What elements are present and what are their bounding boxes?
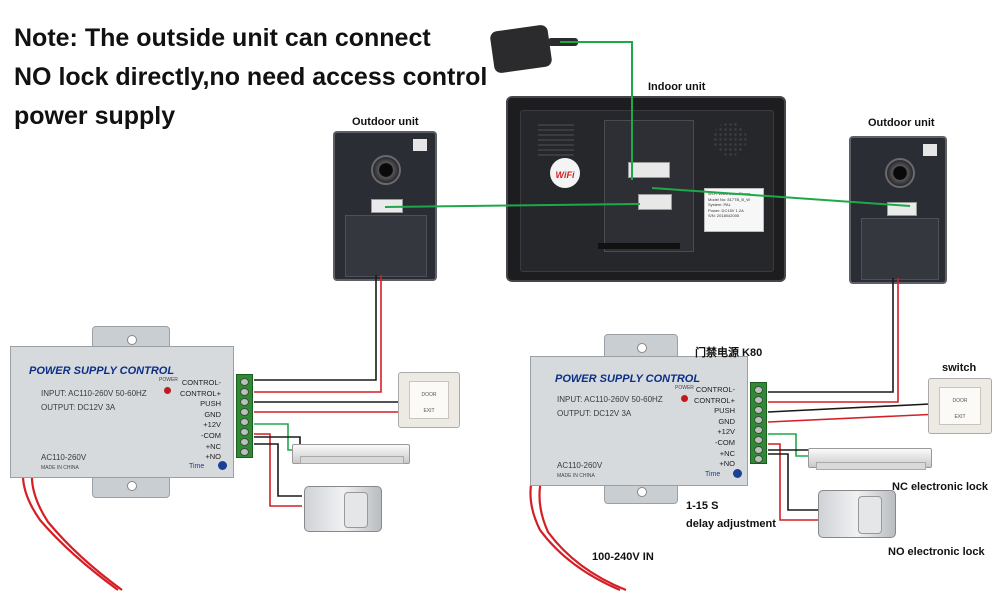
outdoor-unit-right <box>849 136 947 284</box>
psu-left-input: INPUT: AC110-260V 50-60HZ <box>41 389 147 398</box>
psu-left-time-knob <box>218 461 227 470</box>
psu-left-made-in: MADE IN CHINA <box>41 465 79 471</box>
terminal-label: CONTROL+ <box>179 388 221 398</box>
nc-lock-label: NC electronic lock <box>892 481 988 493</box>
exit-button-left: DOOR EXIT <box>398 372 460 428</box>
sticker-line-4: Power: DC15V 1.2A <box>708 207 744 213</box>
terminal-label: CONTROL+ <box>693 395 735 405</box>
left-control-wires <box>254 275 382 393</box>
psu-left-terminal-labels: CONTROL- CONTROL+ PUSH GND +12V -COM +NC… <box>161 378 221 463</box>
psu-left-time: Time <box>189 463 205 470</box>
psu-right-mount-top <box>604 334 678 360</box>
psu-left-ac: AC110-260V <box>41 453 87 462</box>
exit-right-bottom: EXIT <box>954 414 966 420</box>
wifi-logo: WiFi <box>550 158 580 188</box>
camera-lens-right <box>885 158 915 188</box>
psu-right-made-in: MADE IN CHINA <box>557 473 595 479</box>
no-lock-left <box>304 486 382 532</box>
terminal-label: PUSH <box>714 406 735 416</box>
psu-right-time-knob <box>733 469 742 478</box>
adapter-wire <box>560 41 633 180</box>
terminal-label: PUSH <box>200 399 221 409</box>
psu-right-output: OUTPUT: DC12V 3A <box>557 409 632 418</box>
psu-right-title: POWER SUPPLY CONTROL <box>555 373 701 385</box>
outdoor-plate-right <box>861 218 939 280</box>
psu-left-output: OUTPUT: DC12V 3A <box>41 403 116 412</box>
outdoor-unit-left <box>333 131 437 281</box>
psu-right-ac: AC110-260V <box>557 461 603 470</box>
sticker-line-3: System: PAL <box>708 202 731 207</box>
psu-left-power-led <box>164 387 171 394</box>
no-lock-right <box>818 490 896 538</box>
psu-left-title: POWER SUPPLY CONTROL <box>29 365 175 377</box>
indoor-speaker-grille <box>713 122 747 156</box>
note-line-2: NO lock directly,no need access control <box>14 63 488 91</box>
right-control-wires <box>768 278 899 403</box>
outdoor-sticker-right <box>923 144 937 156</box>
outdoor-sticker-left <box>413 139 427 151</box>
psu-left: POWER SUPPLY CONTROL INPUT: AC110-260V 5… <box>10 346 234 478</box>
psu-right-power-label: POWER <box>675 385 694 391</box>
terminal-label: CONTROL- <box>181 378 221 387</box>
chinese-label: 门禁电源 K80 <box>695 347 763 359</box>
exit-left-top: DOOR <box>421 392 437 398</box>
exit-switch-right: DOOR EXIT <box>928 378 992 434</box>
terminal-label: +NO <box>205 452 221 462</box>
indoor-bottom-slot <box>598 243 680 249</box>
outdoor-right-signal-wire <box>651 187 911 207</box>
exit-left-bottom: EXIT <box>423 408 435 414</box>
right-lock-wires <box>768 433 818 521</box>
psu-right-power-led <box>681 395 688 402</box>
terminal-label: +12V <box>717 427 735 437</box>
terminal-label: -COM <box>715 437 735 447</box>
psu-left-terminal-block <box>236 374 253 458</box>
terminal-label: GND <box>718 416 735 426</box>
psu-right-time: Time <box>705 471 721 478</box>
terminal-label: GND <box>204 409 221 419</box>
outdoor-unit-left-label: Outdoor unit <box>352 116 419 128</box>
outdoor-left-signal-wire <box>384 203 641 208</box>
no-lock-label: NO electronic lock <box>888 546 985 558</box>
indoor-connector-top <box>628 162 670 178</box>
right-exit-wires <box>767 403 941 423</box>
delay-label-2: delay adjustment <box>686 518 776 530</box>
exit-right-top: DOOR <box>952 398 968 404</box>
left-lock-wires <box>254 423 302 507</box>
nc-lock-right-plate <box>816 462 926 470</box>
no-lock-right-cylinder <box>858 496 882 534</box>
indoor-sticker: Wi-Fi video Door Phone Model No: 817TB_B… <box>704 188 764 232</box>
terminal-label: +NC <box>719 448 735 458</box>
green-wires <box>384 41 911 208</box>
indoor-vent-grille <box>538 124 574 156</box>
psu-right-input: INPUT: AC110-260V 50-60HZ <box>557 395 663 404</box>
indoor-mount-bracket <box>604 120 694 252</box>
outdoor-unit-right-label: Outdoor unit <box>868 117 935 129</box>
switch-label: switch <box>942 362 977 374</box>
psu-right-terminal-block <box>750 382 767 464</box>
wifi-text: WiFi <box>555 170 575 180</box>
indoor-unit: WiFi Wi-Fi video Door Phone Model No: 81… <box>506 96 786 282</box>
terminal-label: +NO <box>719 459 735 469</box>
note-line-1: Note: The outside unit can connect <box>14 24 431 52</box>
nc-lock-left-plate <box>300 456 404 464</box>
terminal-label: +NC <box>205 441 221 451</box>
psu-right: POWER SUPPLY CONTROL INPUT: AC110-260V 5… <box>530 356 748 486</box>
note-line-3: power supply <box>14 102 176 130</box>
outdoor-plate-left <box>345 215 427 277</box>
terminal-label: +12V <box>203 420 221 430</box>
delay-label-1: 1-15 S <box>686 500 719 512</box>
indoor-connector-bottom <box>638 194 672 210</box>
voltage-in-label: 100-240V IN <box>592 551 654 563</box>
camera-lens-left <box>371 155 401 185</box>
no-lock-left-cylinder <box>344 492 368 528</box>
psu-left-power-label: POWER <box>159 377 178 383</box>
psu-right-terminal-labels: CONTROL- CONTROL+ PUSH GND +12V -COM +NC… <box>675 385 735 470</box>
terminal-label: CONTROL- <box>695 385 735 394</box>
indoor-unit-label: Indoor unit <box>648 81 706 93</box>
sticker-line-2: Model No: 817TB_B_W <box>708 196 751 202</box>
sticker-line-5: S/N: 2018042005 <box>708 213 740 218</box>
terminal-label: -COM <box>201 430 221 440</box>
